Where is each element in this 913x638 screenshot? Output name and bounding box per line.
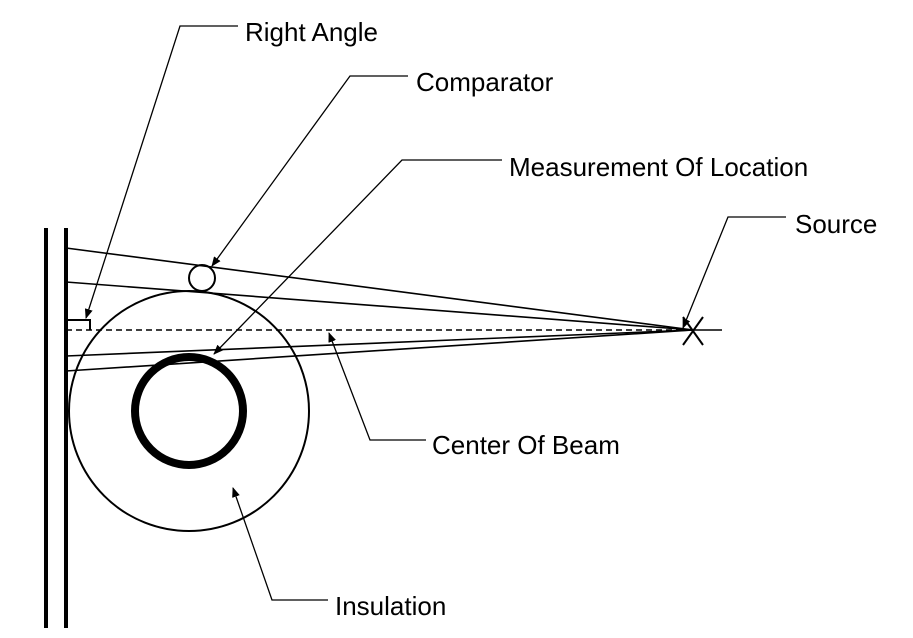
right-angle-marker — [66, 319, 91, 330]
leader-comparator — [211, 75, 408, 267]
leader-measurement-of-location — [213, 159, 502, 355]
leader-right-angle — [84, 25, 238, 319]
source-x-stroke-2 — [682, 316, 704, 346]
beam-line-lower — [65, 329, 694, 357]
leader-source — [682, 216, 786, 329]
leader-insulation — [232, 487, 328, 601]
beam-line-top — [65, 247, 694, 331]
label-center-of-beam: Center Of Beam — [432, 430, 620, 460]
leader-center-of-beam — [328, 332, 426, 441]
label-insulation: Insulation — [335, 591, 446, 621]
pipe-circle — [131, 353, 247, 469]
label-source: Source — [795, 209, 877, 239]
comparator-circle — [188, 264, 216, 292]
label-measurement-of-location: Measurement Of Location — [509, 152, 808, 182]
label-comparator: Comparator — [416, 67, 554, 97]
label-right-angle: Right Angle — [245, 17, 378, 47]
beam-line-upper — [65, 281, 694, 331]
insulation-circle — [68, 290, 310, 532]
